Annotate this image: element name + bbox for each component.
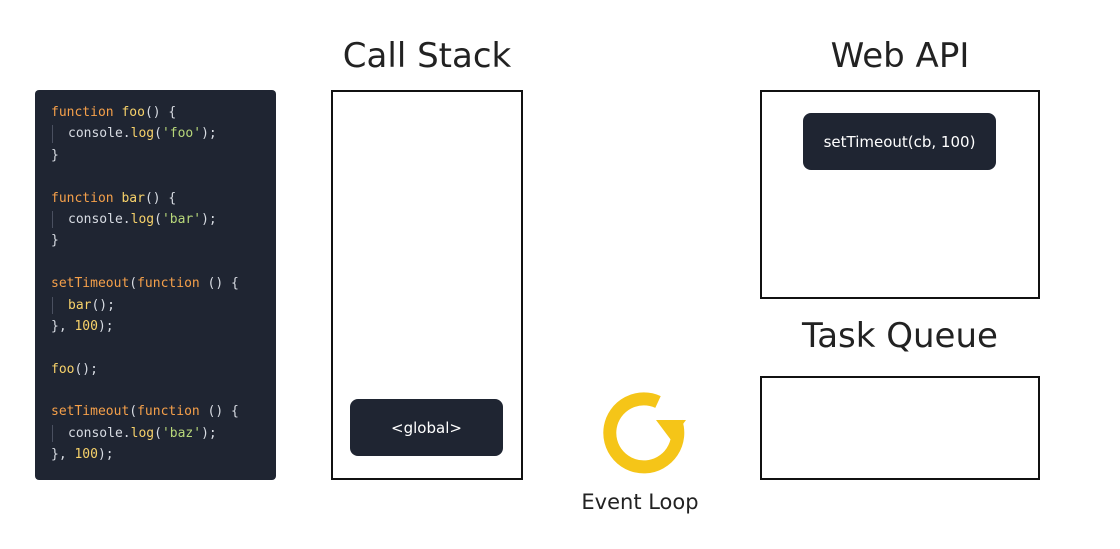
code-token: function bbox=[51, 105, 122, 120]
code-token: setTimeout bbox=[51, 276, 130, 292]
call-stack-frame-global: <global> bbox=[350, 399, 503, 456]
code-line: setTimeout(function () { bbox=[51, 401, 276, 422]
code-token: (); bbox=[74, 361, 98, 377]
code-token: ( bbox=[154, 425, 162, 441]
code-token: ); bbox=[201, 425, 217, 441]
code-line: bar(); bbox=[51, 295, 276, 316]
code-line: }, 100); bbox=[51, 444, 276, 465]
code-token: ); bbox=[201, 126, 217, 142]
code-token: console. bbox=[68, 211, 131, 227]
code-token: bar bbox=[68, 297, 92, 313]
code-token: () { bbox=[199, 276, 239, 292]
task-queue-title: Task Queue bbox=[802, 316, 998, 356]
code-token: log bbox=[130, 126, 155, 142]
code-token: function bbox=[137, 276, 200, 292]
code-line: console.log('foo'); bbox=[51, 123, 276, 144]
code-line: function foo() { bbox=[51, 102, 276, 123]
code-line: }, 100); bbox=[51, 316, 276, 337]
code-token: foo bbox=[121, 105, 145, 120]
call-stack-title: Call Stack bbox=[342, 36, 512, 76]
code-token: }, bbox=[51, 318, 75, 334]
code-line: function bar() { bbox=[51, 188, 276, 209]
code-token: ( bbox=[154, 211, 162, 227]
code-token: console. bbox=[68, 425, 131, 441]
code-token: 100 bbox=[74, 447, 98, 463]
code-line: console.log('bar'); bbox=[51, 209, 276, 230]
code-token: 'foo' bbox=[161, 126, 202, 142]
code-token: function bbox=[137, 404, 200, 420]
code-token: setTimeout bbox=[51, 404, 130, 420]
code-token: bar bbox=[121, 190, 145, 206]
code-token: log bbox=[130, 211, 155, 227]
code-line: } bbox=[51, 230, 276, 251]
circular-arrow-icon bbox=[603, 392, 686, 474]
code-line: setTimeout(function () { bbox=[51, 273, 276, 294]
code-token: ( bbox=[129, 276, 138, 292]
code-token: console. bbox=[68, 126, 131, 142]
web-api-item-settimeout: setTimeout(cb, 100) bbox=[803, 113, 996, 170]
code-token: ( bbox=[154, 126, 162, 142]
code-panel: function foo() {console.log('foo');}func… bbox=[35, 90, 276, 480]
code-token: foo bbox=[51, 361, 75, 377]
code-line: console.log('baz'); bbox=[51, 423, 276, 444]
code-token: log bbox=[130, 425, 155, 441]
code-token: ( bbox=[129, 404, 138, 420]
code-token: () { bbox=[199, 404, 239, 420]
code-token: ); bbox=[97, 318, 114, 334]
code-line: foo(); bbox=[51, 359, 276, 380]
code-token: 100 bbox=[74, 318, 98, 334]
code-token: } bbox=[51, 233, 59, 249]
code-token: 'bar' bbox=[161, 211, 202, 227]
code-token: ); bbox=[97, 447, 114, 463]
code-token: () { bbox=[144, 105, 177, 120]
code-token: }, bbox=[51, 447, 75, 463]
code-line bbox=[51, 337, 276, 358]
code-line bbox=[51, 166, 276, 187]
event-loop-label: Event Loop bbox=[581, 490, 699, 514]
code-line bbox=[51, 380, 276, 401]
code-token: 'baz' bbox=[161, 425, 202, 441]
code-token: () { bbox=[144, 190, 177, 206]
code-token: function bbox=[51, 190, 122, 206]
web-api-title: Web API bbox=[830, 36, 970, 76]
task-queue-box bbox=[760, 376, 1040, 480]
code-token: } bbox=[51, 147, 59, 163]
code-line bbox=[51, 252, 276, 273]
code-token: (); bbox=[91, 297, 115, 313]
code-token: ); bbox=[201, 211, 217, 227]
code-line: } bbox=[51, 145, 276, 166]
